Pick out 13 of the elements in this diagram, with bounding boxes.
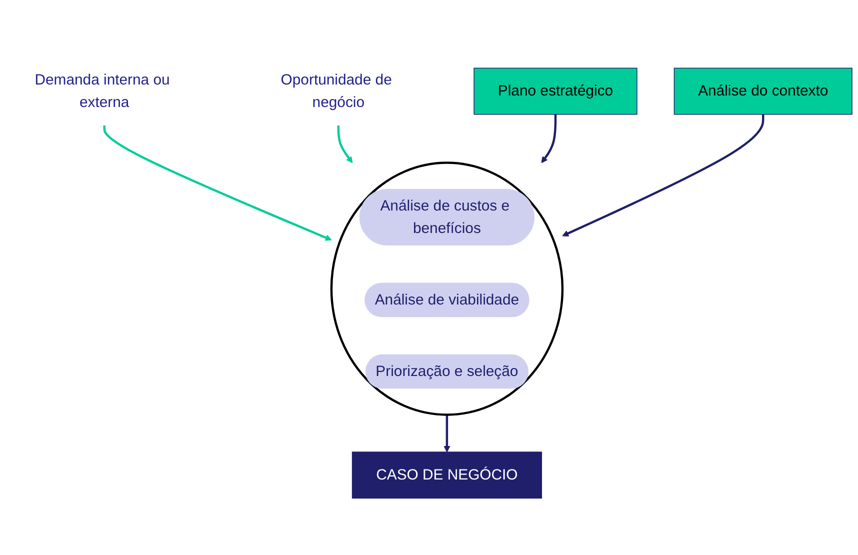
- arrow: [103, 125, 332, 241]
- node-box: Análise de custos e benefícios: [359, 188, 535, 246]
- node-box: Análise do contexto: [674, 68, 852, 115]
- arrow: [444, 414, 450, 452]
- node-text: Oportunidade de negócio: [280, 72, 392, 111]
- arrow: [562, 114, 764, 236]
- node-box: Plano estratégico: [474, 68, 638, 115]
- node-box: CASO DE NEGÓCIO: [352, 452, 542, 498]
- node-box: Análise de viabilidade: [364, 282, 530, 317]
- node-text: Demanda interna ou externa: [34, 72, 170, 111]
- arrow: [541, 114, 557, 163]
- arrow: [337, 125, 353, 163]
- node-box: Priorização e seleção: [365, 354, 528, 389]
